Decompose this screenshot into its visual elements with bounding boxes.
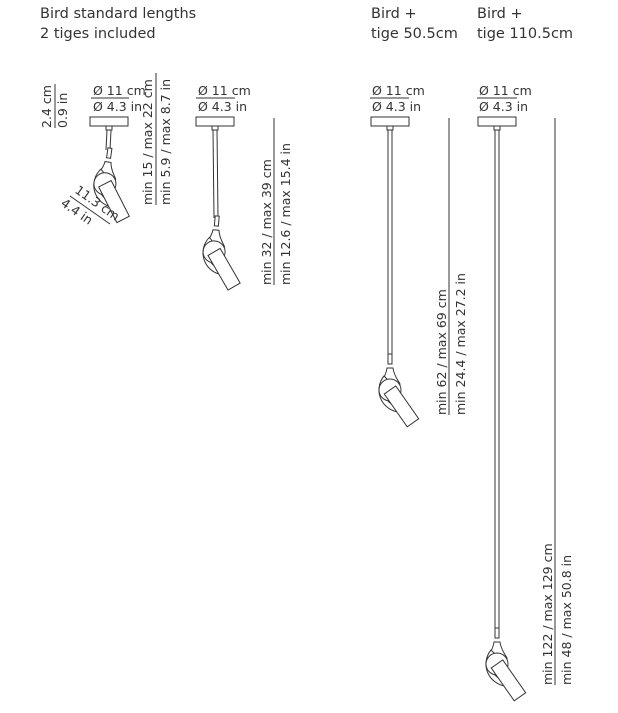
header-standard: Bird standard lengths 2 tiges included bbox=[40, 4, 196, 44]
canopy-height-dimension: 2.4 cm 0.9 in bbox=[39, 84, 70, 128]
length-in: min 24.4 / max 27.2 in bbox=[453, 273, 468, 415]
length-cm: min 15 / max 22 cm bbox=[140, 79, 155, 205]
lamp-3: Ø 11 cm Ø 4.3 in min 62 / max 69 cm min … bbox=[370, 83, 468, 428]
length-in: min 48 / max 50.8 in bbox=[559, 555, 574, 685]
lamp-4: Ø 11 cm Ø 4.3 in min 122 / max 129 cm mi… bbox=[477, 83, 574, 702]
header-line: 2 tiges included bbox=[40, 26, 156, 42]
diameter-cm: Ø 11 cm bbox=[479, 83, 532, 98]
header-line: tige 110.5cm bbox=[477, 26, 574, 42]
header-line: tige 50.5cm bbox=[371, 26, 458, 42]
lamp-1: Ø 11 cm Ø 4.3 in 11.3 cm 4.4 in min 15 /… bbox=[58, 73, 173, 228]
length-cm: min 32 / max 39 cm bbox=[259, 159, 274, 285]
diameter-cm: Ø 11 cm bbox=[198, 83, 251, 98]
header-tige50: Bird + tige 50.5cm bbox=[371, 4, 458, 44]
length-in: min 5.9 / max 8.7 in bbox=[158, 79, 173, 205]
header-tige110: Bird + tige 110.5cm bbox=[477, 4, 573, 44]
diameter-in: Ø 4.3 in bbox=[372, 99, 421, 114]
length-cm: min 122 / max 129 cm bbox=[540, 543, 555, 685]
header-line: Bird + bbox=[477, 6, 523, 22]
canopy-height-in: 0.9 in bbox=[55, 93, 70, 128]
lamp-2: Ø 11 cm Ø 4.3 in min 32 / max 39 cm min … bbox=[195, 83, 293, 292]
canopy-height-cm: 2.4 cm bbox=[39, 85, 54, 128]
header-line: Bird standard lengths bbox=[40, 6, 197, 22]
length-cm: min 62 / max 69 cm bbox=[434, 289, 449, 415]
diameter-in: Ø 4.3 in bbox=[198, 99, 247, 114]
diameter-in: Ø 4.3 in bbox=[93, 99, 142, 114]
length-in: min 12.6 / max 15.4 in bbox=[278, 143, 293, 285]
header-line: Bird + bbox=[371, 6, 417, 22]
diameter-cm: Ø 11 cm bbox=[93, 83, 146, 98]
diameter-cm: Ø 11 cm bbox=[372, 83, 425, 98]
diameter-in: Ø 4.3 in bbox=[479, 99, 528, 114]
